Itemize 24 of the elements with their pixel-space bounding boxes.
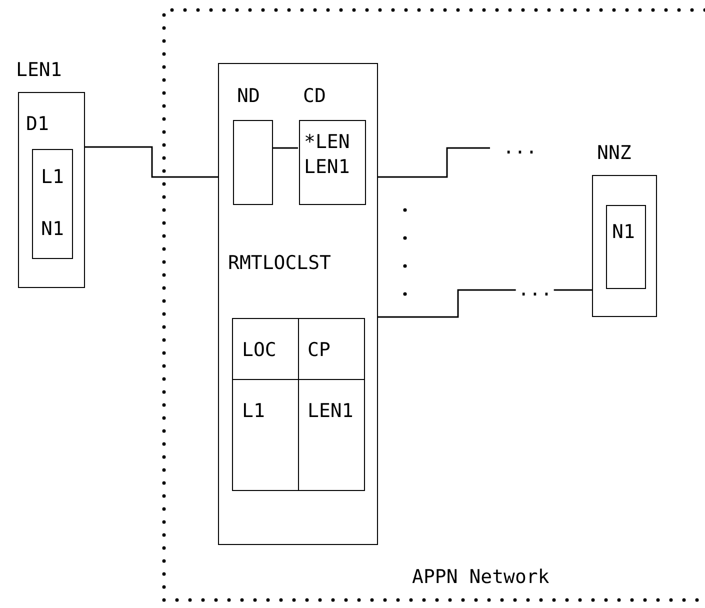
node-text: N1 (41, 220, 64, 239)
node-box (606, 205, 646, 289)
region-label: APPN Network (412, 568, 550, 587)
node-text: *LEN (304, 133, 350, 152)
node-text: L1 (41, 168, 64, 187)
connector-line (272, 147, 298, 149)
node-heading: LEN1 (16, 61, 62, 80)
node-heading: CD (303, 87, 326, 106)
connector-line (85, 146, 218, 178)
table-cell-text: L1 (242, 402, 265, 421)
node-text: N1 (612, 223, 635, 242)
node-box (32, 149, 73, 259)
node-text: RMTLOCLST (228, 254, 331, 273)
node-text: LEN1 (304, 158, 350, 177)
table-cell-text: LEN1 (308, 402, 354, 421)
node-heading: NNZ (597, 144, 632, 163)
node-text: D1 (26, 115, 49, 134)
table-cell-text: LOC (242, 341, 276, 360)
location-table (232, 318, 365, 491)
network-region (160, 6, 705, 604)
connector-line (378, 147, 490, 178)
node-heading: ND (237, 87, 260, 106)
table-cell-text: CP (308, 341, 330, 360)
node-box (218, 63, 378, 545)
